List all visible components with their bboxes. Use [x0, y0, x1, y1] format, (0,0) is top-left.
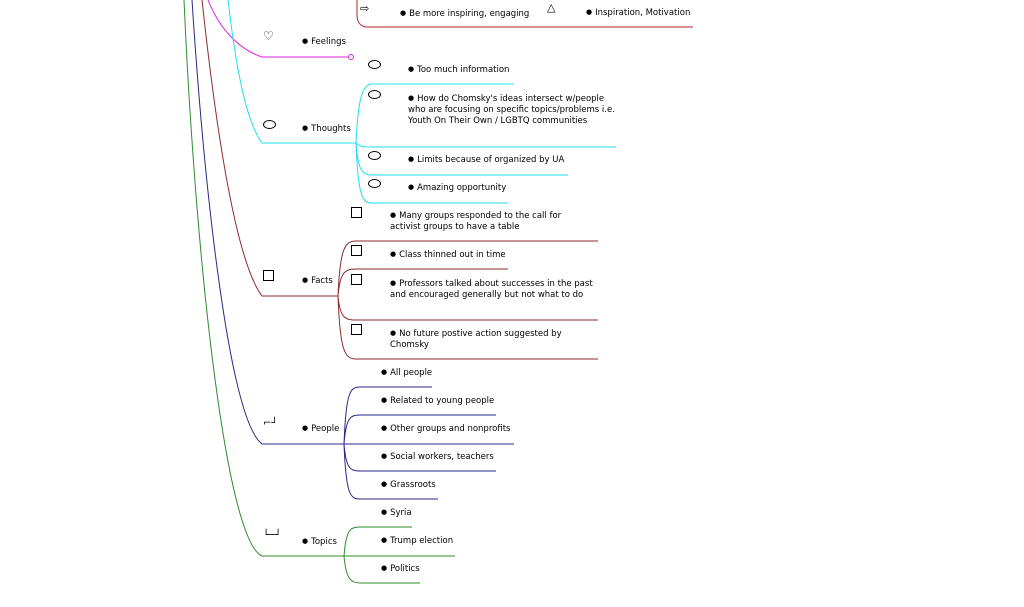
collapse-dot-feelings — [348, 54, 354, 60]
people-icon: ⌐┘ — [263, 418, 278, 429]
facts-child-lines — [337, 240, 598, 360]
branch-line-feelings — [207, 0, 350, 58]
thought-bubble-icon — [368, 60, 381, 69]
fact-item[interactable]: Many groups responded to the call for ac… — [390, 211, 580, 233]
topic-item[interactable]: Trump election — [381, 536, 453, 547]
people-child-lines — [343, 386, 514, 500]
branch-line-facts — [201, 0, 338, 297]
topic-item[interactable]: Syria — [381, 508, 412, 519]
people-item[interactable]: Related to young people — [381, 396, 494, 407]
node-thoughts[interactable]: Thoughts — [302, 124, 351, 135]
square-icon — [351, 207, 362, 218]
node-feelings[interactable]: Feelings — [302, 37, 346, 48]
thoughts-child-lines — [355, 83, 616, 204]
arrow-right-icon: ⇨ — [360, 2, 370, 15]
node-inspiration-motivation[interactable]: Inspiration, Motivation — [586, 8, 690, 19]
tray-icon: └─┘ — [263, 530, 282, 541]
thought-item[interactable]: Limits because of organized by UA — [408, 155, 564, 166]
people-item[interactable]: Other groups and nonprofits — [381, 424, 510, 435]
branch-line-top — [356, 0, 693, 28]
heart-icon: ♡ — [263, 29, 274, 43]
topics-child-lines — [343, 526, 455, 584]
square-icon — [351, 274, 362, 285]
thought-bubble-icon — [368, 151, 381, 160]
people-item[interactable]: Grassroots — [381, 480, 436, 491]
topic-item[interactable]: Politics — [381, 564, 420, 575]
square-icon — [351, 324, 362, 335]
branch-line-topics — [183, 0, 344, 557]
thought-bubble-icon — [263, 120, 276, 129]
square-icon — [263, 270, 274, 281]
branch-line-people — [191, 0, 344, 445]
thought-bubble-icon — [368, 179, 381, 188]
node-be-more-inspiring[interactable]: Be more inspiring, engaging — [400, 9, 529, 20]
thought-item[interactable]: Amazing opportunity — [408, 183, 506, 194]
node-topics[interactable]: Topics — [302, 537, 337, 548]
fact-item[interactable]: Class thinned out in time — [390, 250, 506, 261]
thought-bubble-icon — [368, 90, 381, 99]
people-item[interactable]: Social workers, teachers — [381, 452, 494, 463]
fact-item[interactable]: Professors talked about successes in the… — [390, 279, 600, 301]
thought-item[interactable]: Too much information — [408, 65, 509, 76]
fact-item[interactable]: No future postive action suggested by Ch… — [390, 329, 570, 351]
node-people[interactable]: People — [302, 424, 339, 435]
node-facts[interactable]: Facts — [302, 276, 333, 287]
branch-line-thoughts — [227, 0, 356, 144]
triangle-icon: △ — [547, 1, 556, 14]
people-item[interactable]: All people — [381, 368, 432, 379]
square-icon — [351, 245, 362, 256]
thought-item[interactable]: How do Chomsky's ideas intersect w/peopl… — [408, 94, 618, 127]
